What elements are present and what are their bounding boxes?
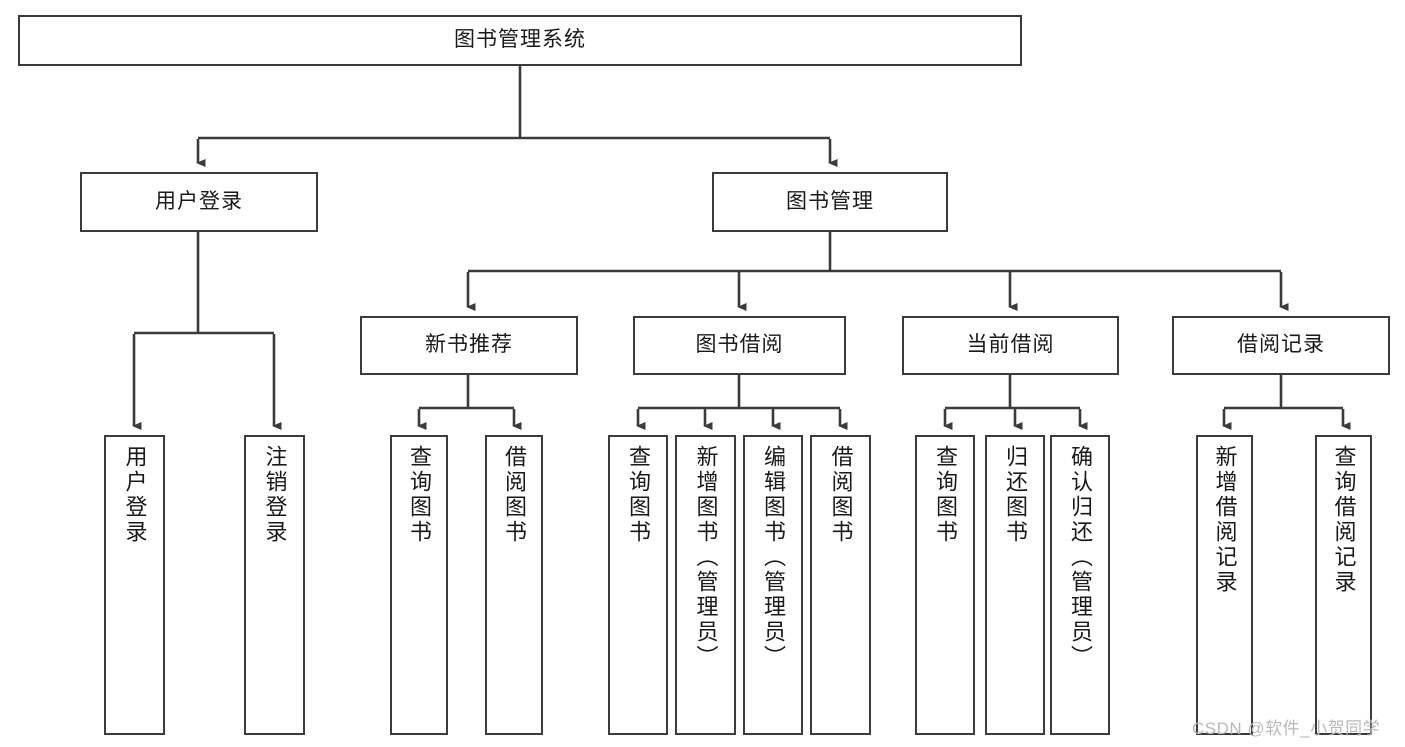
node-current-borrow-label: 当前借阅 xyxy=(966,333,1055,357)
node-leaf-add-borrow-record-label: 新增借阅记录 xyxy=(1212,445,1238,595)
node-leaf-borrow-book-rec-label: 借阅图书 xyxy=(502,445,527,545)
node-leaf-edit-book-admin-label: 编辑图书（管理员） xyxy=(761,445,786,670)
node-leaf-query-book-borrow[interactable]: 查询图书 xyxy=(608,435,668,735)
node-leaf-confirm-return-admin-label: 确认归还（管理员） xyxy=(1068,445,1093,670)
node-leaf-borrow-book-label: 借阅图书 xyxy=(828,445,854,545)
node-user-login[interactable]: 用户登录 xyxy=(80,172,318,232)
node-current-borrow[interactable]: 当前借阅 xyxy=(902,316,1119,375)
node-leaf-return-book-label: 归还图书 xyxy=(1003,445,1028,545)
node-leaf-user-login[interactable]: 用户登录 xyxy=(104,435,165,735)
node-leaf-user-logout[interactable]: 注销登录 xyxy=(244,435,305,735)
node-leaf-user-login-label: 用户登录 xyxy=(122,445,148,545)
node-leaf-add-borrow-record[interactable]: 新增借阅记录 xyxy=(1196,435,1253,735)
csdn-watermark: CSDN @软件_小贺同学 xyxy=(1192,719,1381,738)
node-leaf-query-book-rec[interactable]: 查询图书 xyxy=(390,435,448,735)
node-leaf-edit-book-admin[interactable]: 编辑图书（管理员） xyxy=(743,435,803,735)
node-leaf-return-book[interactable]: 归还图书 xyxy=(985,435,1045,735)
node-leaf-borrow-book-rec[interactable]: 借阅图书 xyxy=(485,435,543,735)
node-borrow-record[interactable]: 借阅记录 xyxy=(1172,316,1390,375)
node-new-book-recommend[interactable]: 新书推荐 xyxy=(360,316,578,375)
node-leaf-query-borrow-record-label: 查询借阅记录 xyxy=(1331,445,1357,595)
node-book-manage-label: 图书管理 xyxy=(786,189,874,213)
node-book-borrow-label: 图书借阅 xyxy=(695,333,784,357)
node-leaf-borrow-book[interactable]: 借阅图书 xyxy=(810,435,871,735)
node-leaf-query-book-rec-label: 查询图书 xyxy=(407,445,432,545)
node-root-label: 图书管理系统 xyxy=(454,28,586,52)
node-leaf-query-book-current[interactable]: 查询图书 xyxy=(915,435,975,735)
node-root[interactable]: 图书管理系统 xyxy=(18,15,1022,66)
node-book-manage[interactable]: 图书管理 xyxy=(712,172,948,232)
node-leaf-query-book-borrow-label: 查询图书 xyxy=(626,445,651,545)
node-borrow-record-label: 借阅记录 xyxy=(1237,333,1325,357)
node-leaf-query-book-current-label: 查询图书 xyxy=(933,445,958,545)
node-leaf-confirm-return-admin[interactable]: 确认归还（管理员） xyxy=(1050,435,1110,735)
node-user-login-label: 用户登录 xyxy=(155,189,243,213)
node-leaf-user-logout-label: 注销登录 xyxy=(262,445,288,545)
node-leaf-query-borrow-record[interactable]: 查询借阅记录 xyxy=(1315,435,1372,735)
node-new-book-recommend-label: 新书推荐 xyxy=(425,333,513,357)
node-leaf-add-book-admin-label: 新增图书（管理员） xyxy=(693,445,719,670)
node-book-borrow[interactable]: 图书借阅 xyxy=(633,316,846,375)
node-leaf-add-book-admin[interactable]: 新增图书（管理员） xyxy=(675,435,736,735)
